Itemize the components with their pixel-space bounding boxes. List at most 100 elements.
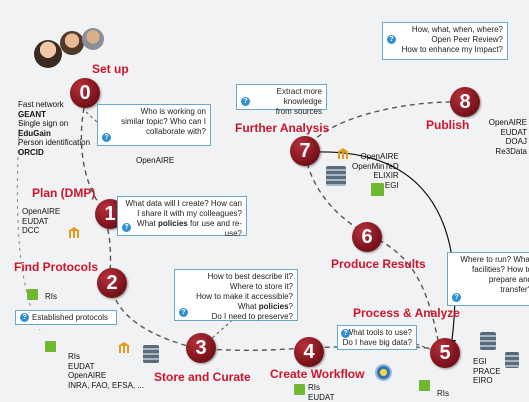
info-icon: ? bbox=[20, 313, 29, 322]
stage-title-8: Publish bbox=[426, 118, 469, 132]
ri-icon bbox=[294, 384, 305, 395]
gear-icon bbox=[375, 364, 392, 381]
info-icon: ? bbox=[387, 35, 396, 44]
q2-line-1: Established protocols bbox=[32, 313, 112, 323]
question-box-further: Extract more knowledge from sources ? bbox=[236, 84, 327, 110]
q0-line-1: Who is working on bbox=[102, 107, 206, 117]
protocols-ris-label: RIs bbox=[45, 292, 57, 302]
workflow-services: RIs EUDAT bbox=[308, 383, 335, 402]
question-box-publish: How, what, when, where? Open Peer Review… bbox=[382, 22, 508, 60]
publish-line-1: OpenAIRE bbox=[487, 118, 527, 128]
setup-line-4: EduGain bbox=[18, 129, 90, 139]
stage-node-7[interactable]: 7 bbox=[290, 136, 320, 166]
q3-line-4a: What bbox=[238, 302, 259, 311]
plan-line-2: EUDAT bbox=[22, 217, 60, 227]
stage-node-3[interactable]: 3 bbox=[186, 333, 216, 363]
stage-title-7: Further Analysis bbox=[235, 121, 329, 135]
openaire-setup-label: OpenAIRE bbox=[136, 156, 174, 166]
store-line-1: RIs bbox=[68, 352, 144, 362]
store-line-3: OpenAIRE bbox=[68, 371, 144, 381]
stage-title-1: Plan (DMP) bbox=[32, 186, 95, 200]
store-line-2: EUDAT bbox=[68, 362, 144, 372]
q8-line-3: How to enhance my Impact? bbox=[387, 45, 503, 55]
institution-icon bbox=[118, 342, 130, 353]
stage-node-6[interactable]: 6 bbox=[352, 222, 382, 252]
question-box-process: What tools to use? Do I have big data? ? bbox=[337, 325, 417, 350]
stage-node-2[interactable]: 2 bbox=[97, 268, 127, 298]
question-box-collaborate: Who is working on similar topic? Who can… bbox=[97, 104, 211, 146]
avatar-2 bbox=[60, 31, 84, 55]
publish-services: OpenAIRE EUDAT DOAJ Re3Data bbox=[487, 118, 527, 156]
q1-line-3c: for use and re-use? bbox=[188, 219, 242, 238]
plan-line-3: DCC bbox=[22, 226, 60, 236]
stage-title-5: Process & Analyze bbox=[353, 306, 460, 320]
info-icon: ? bbox=[179, 308, 188, 317]
q7-line-1: Extract more knowledge bbox=[241, 87, 322, 107]
further-line-3: ELIXIR bbox=[352, 171, 399, 181]
avatar-1 bbox=[34, 40, 62, 68]
ri-icon bbox=[371, 183, 384, 196]
stage-title-2: Find Protocols bbox=[14, 260, 98, 274]
q8-line-1: How, what, when, where? bbox=[387, 25, 503, 35]
process-line-3: EIRO bbox=[473, 376, 501, 386]
process-line-2: PRACE bbox=[473, 367, 501, 377]
q5b-line-2: facilities? How to bbox=[452, 265, 529, 275]
q7-line-2: from sources bbox=[241, 107, 322, 117]
publish-line-2: EUDAT bbox=[487, 128, 527, 138]
q5b-line-4: transfer? bbox=[452, 285, 529, 295]
question-box-plan: What data will I create? How can I share… bbox=[117, 196, 247, 236]
institution-icon bbox=[337, 148, 349, 159]
q1-line-2: I share it with my colleagues? bbox=[122, 209, 242, 219]
question-box-store: How to best describe it? Where to store … bbox=[174, 269, 298, 321]
stage-node-5[interactable]: 5 bbox=[430, 338, 460, 368]
q3-line-3: How to make it accessible? bbox=[179, 292, 293, 302]
info-icon: ? bbox=[241, 97, 250, 106]
q0-line-2: similar topic? Who can I bbox=[102, 117, 206, 127]
q3-line-1: How to best describe it? bbox=[179, 272, 293, 282]
q1-line-1: What data will I create? How can bbox=[122, 199, 242, 209]
process-line-1: EGI bbox=[473, 357, 501, 367]
further-line-1: OpenAIRE bbox=[352, 152, 399, 162]
q3-line-5: Do I need to preserve? bbox=[179, 312, 293, 322]
q5b-line-1: Where to run? What bbox=[452, 255, 529, 265]
publish-line-4: Re3Data bbox=[487, 147, 527, 157]
q1-line-3: What policies for use and re-use? bbox=[122, 219, 242, 239]
setup-services: Fast network GEANT Single sign on EduGai… bbox=[18, 100, 90, 157]
info-icon: ? bbox=[452, 293, 461, 302]
server-icon bbox=[326, 166, 346, 186]
stage-title-6: Produce Results bbox=[331, 257, 426, 271]
setup-line-2: GEANT bbox=[18, 110, 90, 120]
q3-line-4c: ? bbox=[289, 302, 293, 311]
institution-icon bbox=[68, 227, 80, 238]
stage-node-8[interactable]: 8 bbox=[450, 87, 480, 117]
stage-title-0: Set up bbox=[92, 62, 129, 76]
store-line-4: INRA, FAO, EFSA, ... bbox=[68, 381, 144, 391]
plan-services: OpenAIRE EUDAT DCC bbox=[22, 207, 60, 236]
setup-line-6: ORCID bbox=[18, 148, 90, 158]
stage-title-3: Store and Curate bbox=[154, 370, 251, 384]
ri-icon bbox=[419, 380, 430, 391]
setup-line-3: Single sign on bbox=[18, 119, 90, 129]
q3-line-2: Where to store it? bbox=[179, 282, 293, 292]
publish-line-3: DOAJ bbox=[487, 137, 527, 147]
question-box-facilities: Where to run? What facilities? How to pr… bbox=[447, 252, 529, 306]
ri-icon bbox=[45, 341, 56, 352]
plan-line-1: OpenAIRE bbox=[22, 207, 60, 217]
stage-node-4[interactable]: 4 bbox=[294, 337, 324, 367]
server-icon bbox=[505, 352, 519, 368]
q1-line-3a: What bbox=[137, 219, 158, 228]
info-icon: ? bbox=[341, 329, 350, 338]
further-line-2: OpenMinTeD bbox=[352, 162, 399, 172]
ri-icon bbox=[27, 289, 38, 300]
q8-line-2: Open Peer Review? bbox=[387, 35, 503, 45]
info-icon: ? bbox=[102, 133, 111, 142]
setup-line-1: Fast network bbox=[18, 100, 90, 110]
question-box-protocols: Established protocols ? bbox=[15, 310, 117, 325]
q5b-line-3: prepare and bbox=[452, 275, 529, 285]
setup-line-5: Person identification bbox=[18, 138, 90, 148]
q5-line-1: What tools to use? bbox=[342, 328, 412, 338]
q0-line-3: collaborate with? bbox=[102, 127, 206, 137]
workflow-line-1: RIs bbox=[308, 383, 335, 393]
server-icon bbox=[480, 332, 496, 350]
stage-title-4: Create Workflow bbox=[270, 367, 364, 381]
